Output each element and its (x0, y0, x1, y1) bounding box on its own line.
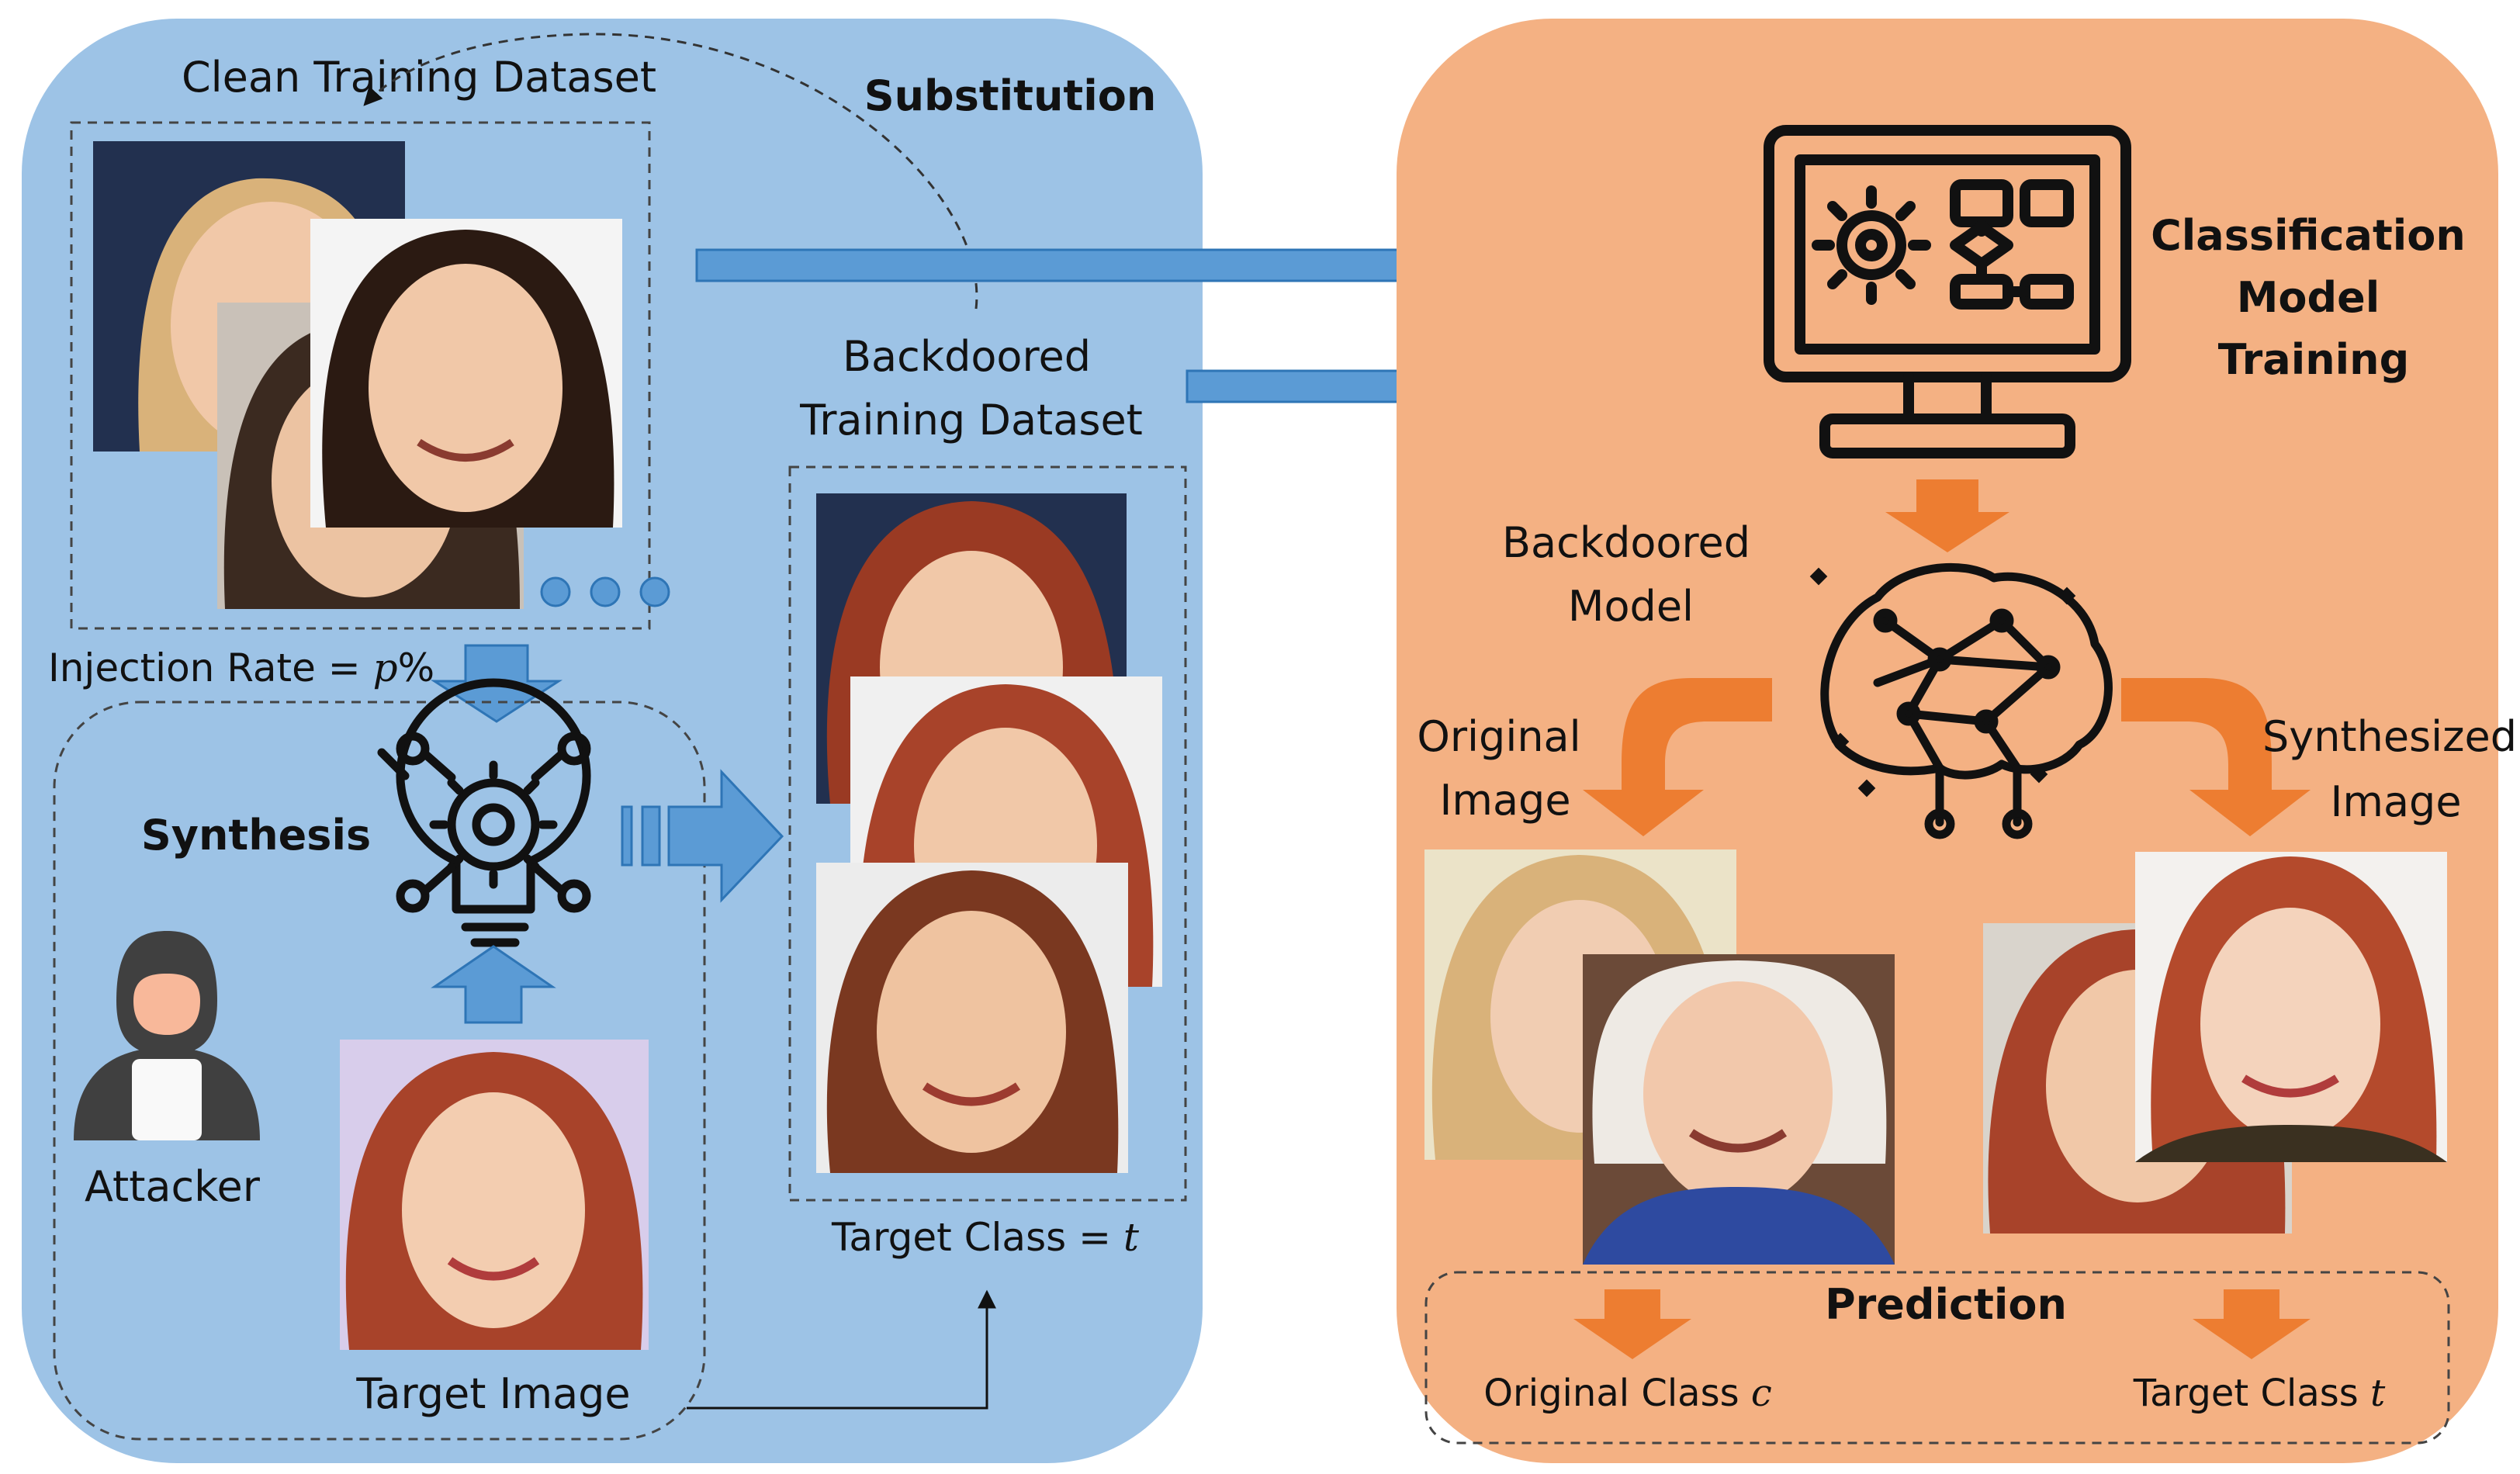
target-image-label: Target Image (355, 1369, 630, 1418)
orange-arrow-down (2193, 1289, 2311, 1359)
clean-dataset-box (70, 121, 651, 630)
sparkle-icon (1809, 567, 2076, 798)
lightbulb-gear-icon (377, 678, 591, 947)
prediction-box (1424, 1271, 2450, 1445)
backdoored-model-label-1: Backdoored (1502, 518, 1750, 567)
synthesized-face-2 (2135, 852, 2447, 1162)
backdoored-face-3 (816, 863, 1128, 1173)
training-label-2: Model (2237, 273, 2380, 322)
backdoored-dataset-box (788, 465, 1187, 1202)
backdoored-dataset-label-2: Training Dataset (799, 396, 1143, 445)
original-image-label-1: Original (1417, 712, 1580, 761)
substitution-curve (363, 33, 978, 310)
backdoored-model-label-2: Model (1568, 582, 1694, 631)
backdoored-dataset-label-1: Backdoored (843, 332, 1091, 381)
training-label-1: Classification (2151, 211, 2466, 260)
orange-arrow-down (1573, 1289, 1691, 1359)
target-connector (687, 1289, 996, 1410)
orange-curved-arrow-left (1583, 678, 1772, 836)
original-face-2 (1583, 954, 1895, 1265)
orange-curved-arrow-right (2121, 678, 2311, 836)
synthesized-image-label-2: Image (2330, 777, 2461, 826)
orange-arrow-down (1885, 479, 2009, 552)
ellipsis-dot (540, 576, 571, 607)
synthesis-box (53, 701, 706, 1441)
target-face (340, 1040, 649, 1350)
ellipsis-dot (590, 576, 621, 607)
prediction-target-class-label: Target Class t (2133, 1372, 2386, 1415)
synthesis-label: Synthesis (141, 811, 371, 860)
substitution-label: Substitution (864, 71, 1157, 120)
target-class-label: Target Class = t (831, 1215, 1140, 1260)
original-image-label-2: Image (1439, 776, 1570, 825)
attacker-label: Attacker (85, 1162, 261, 1211)
injection-rate-label: Injection Rate = p% (48, 645, 434, 690)
clean-dataset-label: Clean Training Dataset (182, 53, 656, 102)
training-label-3: Training (2218, 335, 2410, 384)
computer-training-icon (1764, 125, 2131, 458)
blue-striped-arrow (621, 769, 784, 903)
clean-face-3 (310, 219, 622, 528)
attacker-icon (74, 931, 260, 1140)
synthesized-image-label-1: Synthesized (2262, 712, 2517, 761)
blue-arrow-up (431, 945, 556, 1024)
prediction-label: Prediction (1825, 1280, 2067, 1329)
neural-brain-icon (1820, 562, 2113, 839)
original-class-label: Original Class c (1483, 1372, 1772, 1415)
ellipsis-dot (639, 576, 670, 607)
